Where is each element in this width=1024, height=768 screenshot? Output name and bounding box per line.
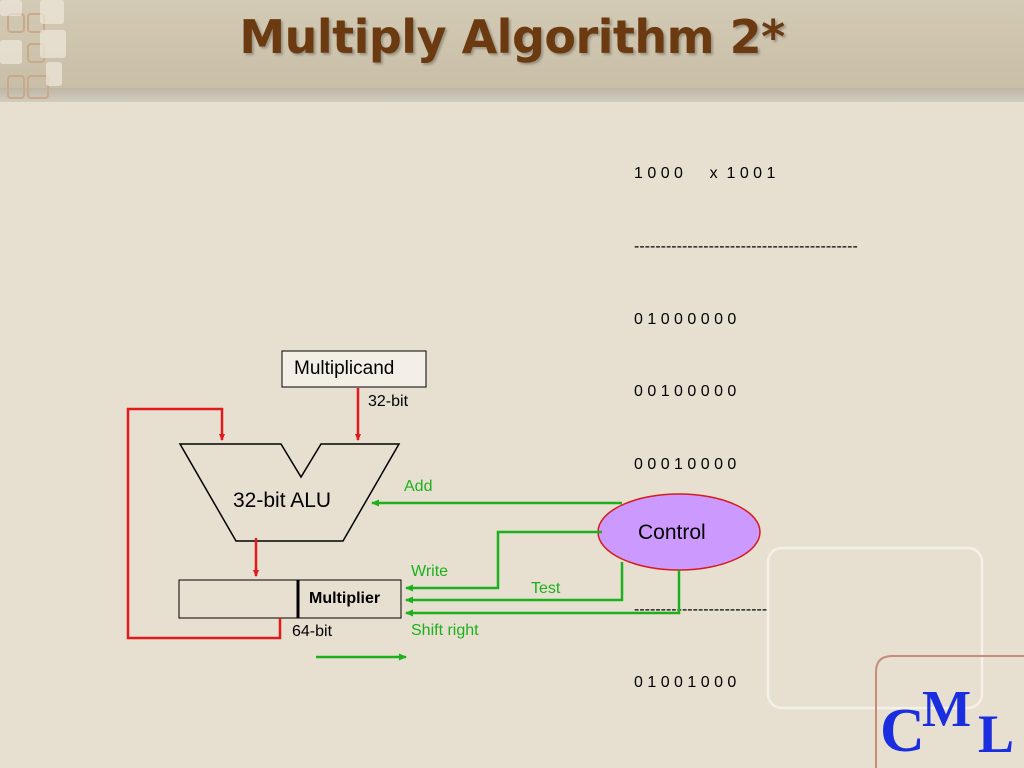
test-signal-label: Test xyxy=(531,580,561,597)
calc-result: 0 1 0 0 1 0 0 0 xyxy=(634,673,737,691)
slide-title: Multiply Algorithm 2* xyxy=(239,10,785,64)
logo-letter-l: L xyxy=(978,704,1015,764)
calc-separator: ----------------------------------------… xyxy=(634,238,858,255)
title-divider xyxy=(0,88,1024,102)
add-signal-label: Add xyxy=(404,478,433,495)
logo-frame xyxy=(875,655,1024,768)
shift-right-signal-label: Shift right xyxy=(411,622,479,639)
test-signal-arrow xyxy=(405,562,624,604)
register-width-label: 64-bit xyxy=(292,623,333,640)
multiplicand-width-label: 32-bit xyxy=(368,393,409,410)
calc-row: 0 0 1 0 0 0 0 0 xyxy=(634,383,737,401)
write-signal-label: Write xyxy=(411,563,449,580)
alu-shape xyxy=(178,443,401,542)
decorative-squares-icon xyxy=(0,0,66,99)
multiplicand-label: Multiplicand xyxy=(294,358,395,379)
alu-label: 32-bit ALU xyxy=(233,489,332,512)
feedback-loop-arrow xyxy=(126,407,282,640)
logo-letter-c: C xyxy=(880,697,925,765)
product-register xyxy=(178,579,402,619)
multiplier-label: Multiplier xyxy=(309,590,381,607)
multiplicand-register xyxy=(281,350,427,388)
calc-operands: 1 0 0 0 x 1 0 0 1 xyxy=(634,165,776,183)
shift-right-signal-arrow xyxy=(405,570,681,617)
calc-row: 0 0 0 1 0 0 0 0 xyxy=(634,455,737,473)
logo-letter-m: M xyxy=(922,681,972,738)
calc-row: 0 1 0 0 0 0 0 0 xyxy=(634,310,737,328)
title-bar xyxy=(0,0,1024,88)
control-label: Control xyxy=(638,521,706,544)
write-signal-arrow xyxy=(405,530,602,592)
